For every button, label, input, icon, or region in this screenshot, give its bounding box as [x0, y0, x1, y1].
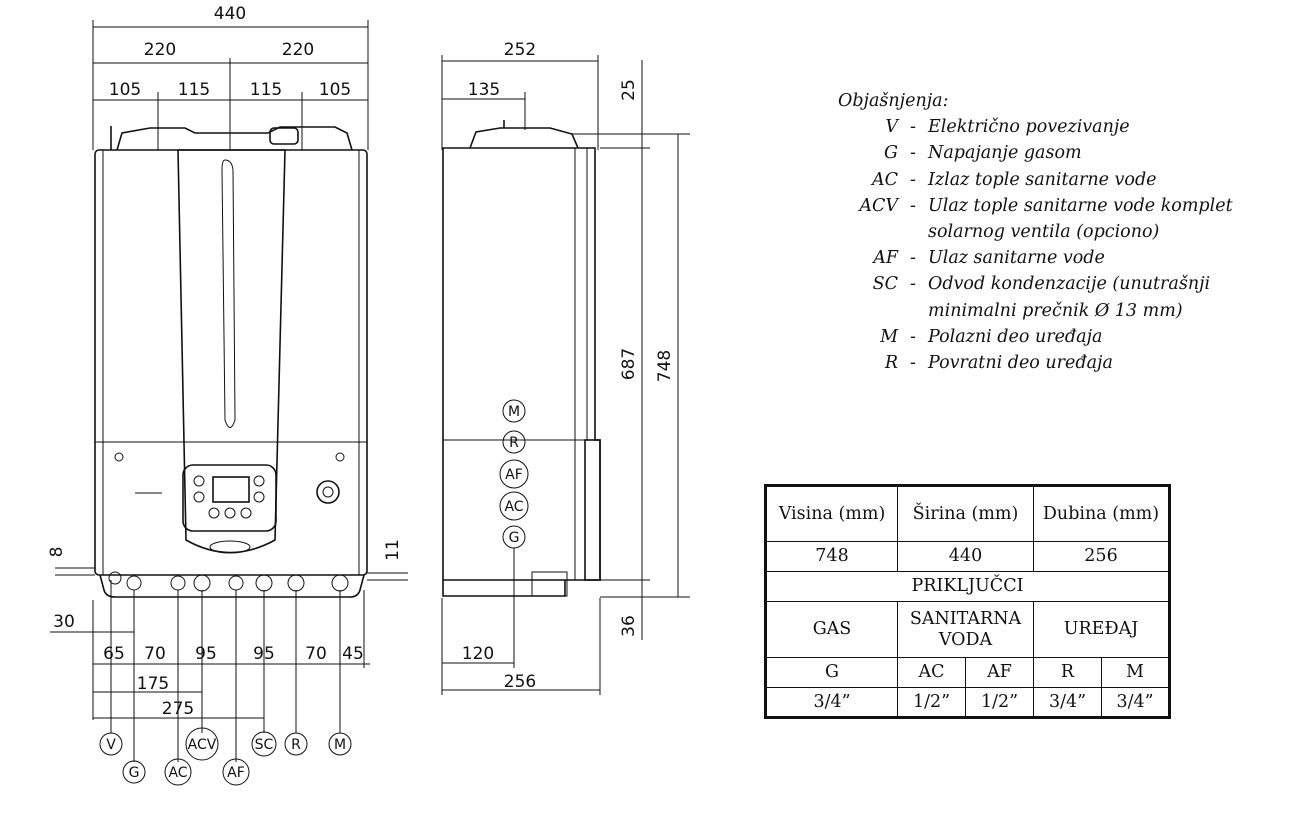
- code-cell: R: [1033, 657, 1102, 688]
- value-height: 748: [765, 541, 898, 572]
- dim-70-left: 70: [144, 644, 166, 664]
- header-width: Širina (mm): [897, 485, 1034, 542]
- legend-item: ACV-Ulaz tople sanitarne vode komplet so…: [859, 195, 1233, 243]
- svg-text:M: M: [334, 737, 346, 753]
- dim-135: 135: [468, 80, 500, 100]
- dim-275: 275: [162, 699, 194, 719]
- code-cell: AC: [897, 657, 966, 688]
- svg-text:G: G: [129, 765, 140, 781]
- side-connection-af: AF: [499, 459, 529, 489]
- dim-687: 687: [619, 348, 639, 380]
- legend-item: M-Polazni deo uređaja: [880, 326, 1103, 347]
- dim-36: 36: [619, 615, 639, 637]
- dim-220-left: 220: [144, 40, 176, 60]
- dim-440: 440: [214, 4, 246, 24]
- dim-8: 8: [47, 547, 67, 558]
- dim-105-left: 105: [109, 80, 141, 100]
- size-cell: 3/4”: [1033, 687, 1102, 718]
- dim-25: 25: [619, 79, 639, 101]
- svg-text:M: M: [508, 404, 520, 420]
- connection-sc: SC: [251, 731, 277, 757]
- legend-item: AF-Ulaz sanitarne vode: [873, 248, 1105, 269]
- svg-text:R: R: [509, 435, 519, 451]
- dim-95-right: 95: [253, 644, 275, 664]
- group-water: SANITARNA VODA: [897, 601, 1034, 658]
- connection-r: R: [284, 732, 308, 756]
- dim-748: 748: [655, 350, 675, 382]
- connection-acv: ACV: [185, 727, 219, 761]
- side-connection-g: G: [502, 525, 526, 549]
- dim-105-right: 105: [319, 80, 351, 100]
- svg-text:V: V: [106, 737, 116, 753]
- group-gas: GAS: [765, 601, 898, 658]
- svg-text:ACV: ACV: [188, 737, 217, 753]
- legend-item: R-Povratni deo uređaja: [884, 353, 1113, 374]
- size-cell: 3/4”: [765, 687, 898, 718]
- code-cell: AF: [965, 657, 1034, 688]
- legend-item: AC-Izlaz tople sanitarne vode: [871, 169, 1157, 190]
- size-cell: 1/2”: [965, 687, 1034, 718]
- dim-30: 30: [53, 612, 75, 632]
- dim-115-right: 115: [250, 80, 282, 100]
- svg-text:AF: AF: [505, 467, 523, 483]
- dim-70-right: 70: [305, 644, 327, 664]
- connection-af: AF: [222, 758, 250, 786]
- svg-text:SC: SC: [255, 737, 274, 753]
- side-connection-m: M: [502, 399, 526, 423]
- legend-item: V-Električno povezivanje: [885, 117, 1130, 138]
- group-device: UREĐAJ: [1033, 601, 1170, 658]
- connection-g: G: [122, 760, 146, 784]
- side-connection-r: R: [502, 430, 526, 454]
- dim-220-right: 220: [282, 40, 314, 60]
- value-width: 440: [897, 541, 1034, 572]
- svg-text:R: R: [291, 737, 301, 753]
- dim-11: 11: [383, 539, 403, 561]
- front-view: 440 220 220 105 115 115 105: [47, 4, 408, 786]
- value-depth: 256: [1033, 541, 1170, 572]
- connection-m: M: [328, 732, 352, 756]
- svg-text:AF: AF: [227, 765, 245, 781]
- legend-item: SC-Odvod kondenzacije (unutrašnji minima…: [872, 274, 1211, 321]
- legend-item: G-Napajanje gasom: [884, 143, 1082, 164]
- svg-text:AC: AC: [504, 499, 523, 515]
- connection-v: V: [99, 732, 123, 756]
- dim-252: 252: [504, 40, 536, 60]
- code-cell: G: [765, 657, 898, 688]
- dim-95-left: 95: [195, 644, 217, 664]
- dim-45: 45: [342, 644, 364, 664]
- dim-175: 175: [137, 674, 169, 694]
- connection-ac: AC: [164, 758, 192, 786]
- svg-text:G: G: [509, 530, 520, 546]
- side-view: 252 135 25 687 748 36 M R AF AC G: [441, 40, 690, 695]
- size-cell: 1/2”: [897, 687, 966, 718]
- dim-115-left: 115: [178, 80, 210, 100]
- dim-120: 120: [462, 644, 494, 664]
- size-cell: 3/4”: [1101, 687, 1170, 718]
- dim-65: 65: [103, 644, 125, 664]
- header-depth: Dubina (mm): [1033, 485, 1170, 542]
- section-title: PRIKLJUČCI: [765, 571, 1170, 602]
- svg-text:AC: AC: [168, 765, 187, 781]
- header-height: Visina (mm): [765, 485, 898, 542]
- legend-title: Objašnjenja:: [838, 91, 949, 111]
- dim-256: 256: [504, 672, 536, 692]
- legend: Objašnjenja: V-Električno povezivanje G-…: [838, 88, 1238, 376]
- code-cell: M: [1101, 657, 1170, 688]
- side-connection-ac: AC: [499, 491, 529, 521]
- spec-table: Visina (mm) Širina (mm) Dubina (mm) 748 …: [764, 484, 1171, 719]
